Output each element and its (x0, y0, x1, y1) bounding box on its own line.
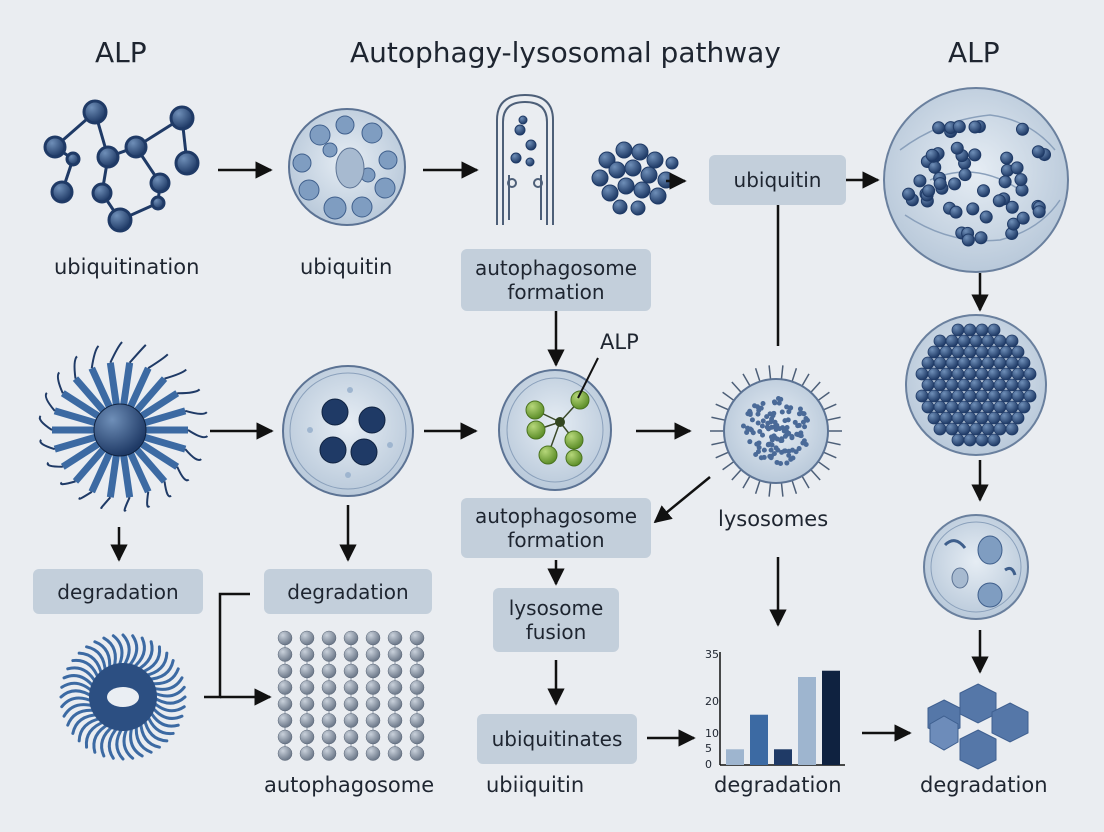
alp-callout-line (577, 357, 599, 399)
spiky-cell-icon (38, 341, 209, 512)
formation-mid-line1: autophagosome (474, 504, 637, 528)
degradation-left-box: degradation (33, 569, 203, 614)
chart-bar-3 (774, 749, 792, 765)
formation-top-line2: formation (507, 280, 605, 304)
vesicle-cell-icon (282, 365, 414, 497)
chart-bar-2 (750, 714, 768, 765)
autophagosome-membrane-icon (496, 93, 554, 225)
organelle-cell-icon (923, 514, 1029, 620)
formation-top-line1: autophagosome (474, 256, 637, 280)
autophagosome-formation-mid-box: autophagosome formation (461, 498, 651, 558)
dense-cell-icon (905, 314, 1047, 456)
degradation-bar-chart (719, 652, 845, 766)
label-alp-callout: ALP (600, 330, 639, 354)
degradation-product-icon (927, 683, 1029, 770)
bead-grid-icon (277, 630, 425, 761)
chart-tick-35: 35 (705, 648, 719, 661)
chart-tick-10: 10 (705, 726, 719, 740)
lysosome-fusion-line1: lysosome (508, 596, 604, 620)
micelle-icon (59, 633, 187, 761)
heading-left: ALP (95, 36, 147, 69)
ubiquitin-cell-icon (288, 108, 406, 226)
lysosome-fusion-box: lysosome fusion (493, 588, 619, 652)
degradation-mid-label: degradation (287, 579, 409, 604)
label-degradation-right: degradation (920, 773, 1048, 797)
chart-bar-4 (798, 677, 816, 765)
ubiquitinates-label: ubiquitinates (491, 727, 623, 751)
label-degradation-chart: degradation (714, 773, 842, 797)
ubiquitin-box: ubiquitin (709, 155, 846, 205)
alp-vesicle-icon (498, 369, 612, 491)
ubiquitinates-box: ubiquitinates (477, 714, 637, 764)
chart-tick-5: 5 (705, 742, 712, 756)
degradation-mid-box: degradation (264, 569, 432, 614)
heading-right: ALP (948, 36, 1000, 69)
large-cell-icon (883, 87, 1069, 273)
chart-bar-1 (726, 749, 744, 765)
lysosome-fusion-line2: fusion (525, 620, 587, 644)
protein-cluster-icon (591, 141, 679, 216)
label-autophagosome: autophagosome (264, 773, 435, 797)
label-lysosomes: lysosomes (718, 507, 829, 531)
heading-center: Autophagy-lysosomal pathway (350, 36, 781, 69)
label-ubiquitin-top: ubiquitin (300, 255, 393, 279)
degradation-left-label: degradation (57, 579, 179, 604)
label-ubiquitination: ubiquitination (54, 255, 200, 279)
label-ubiquitin-bottom: ubiiquitin (486, 773, 585, 797)
lysosome-icon (710, 365, 842, 497)
autophagosome-formation-top-box: autophagosome formation (461, 249, 651, 311)
formation-mid-line2: formation (507, 528, 605, 552)
ubiquitin-box-label: ubiquitin (733, 168, 822, 192)
molecule-network-icon (43, 99, 200, 233)
chart-bar-5 (822, 670, 840, 765)
chart-tick-20: 20 (705, 695, 719, 709)
chart-tick-0: 0 (705, 758, 712, 771)
